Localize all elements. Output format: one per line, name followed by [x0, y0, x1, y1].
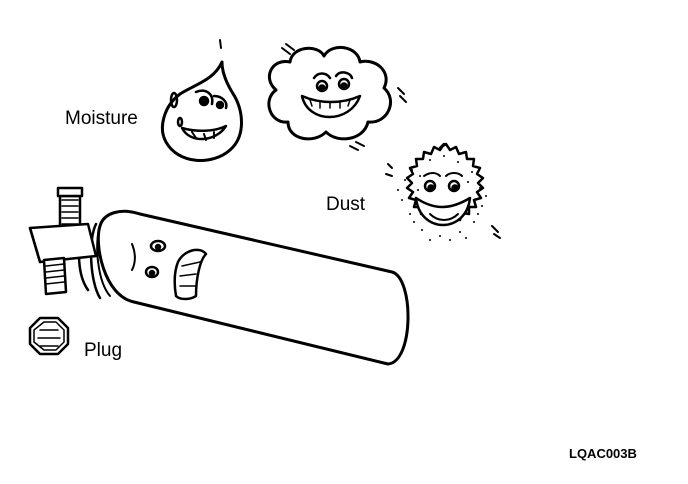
moisture-drop-character — [162, 40, 241, 160]
moisture-label: Moisture — [65, 108, 138, 129]
dust-cloud-character — [269, 44, 406, 150]
receiver-drier-cylinder-character — [30, 188, 408, 364]
dust-ball-character — [386, 144, 500, 241]
plug-label: Plug — [84, 340, 123, 361]
dust-label: Dust — [326, 194, 366, 215]
plug-cap-icon — [30, 318, 68, 354]
figure-code-label: LQAC003B — [569, 446, 637, 461]
